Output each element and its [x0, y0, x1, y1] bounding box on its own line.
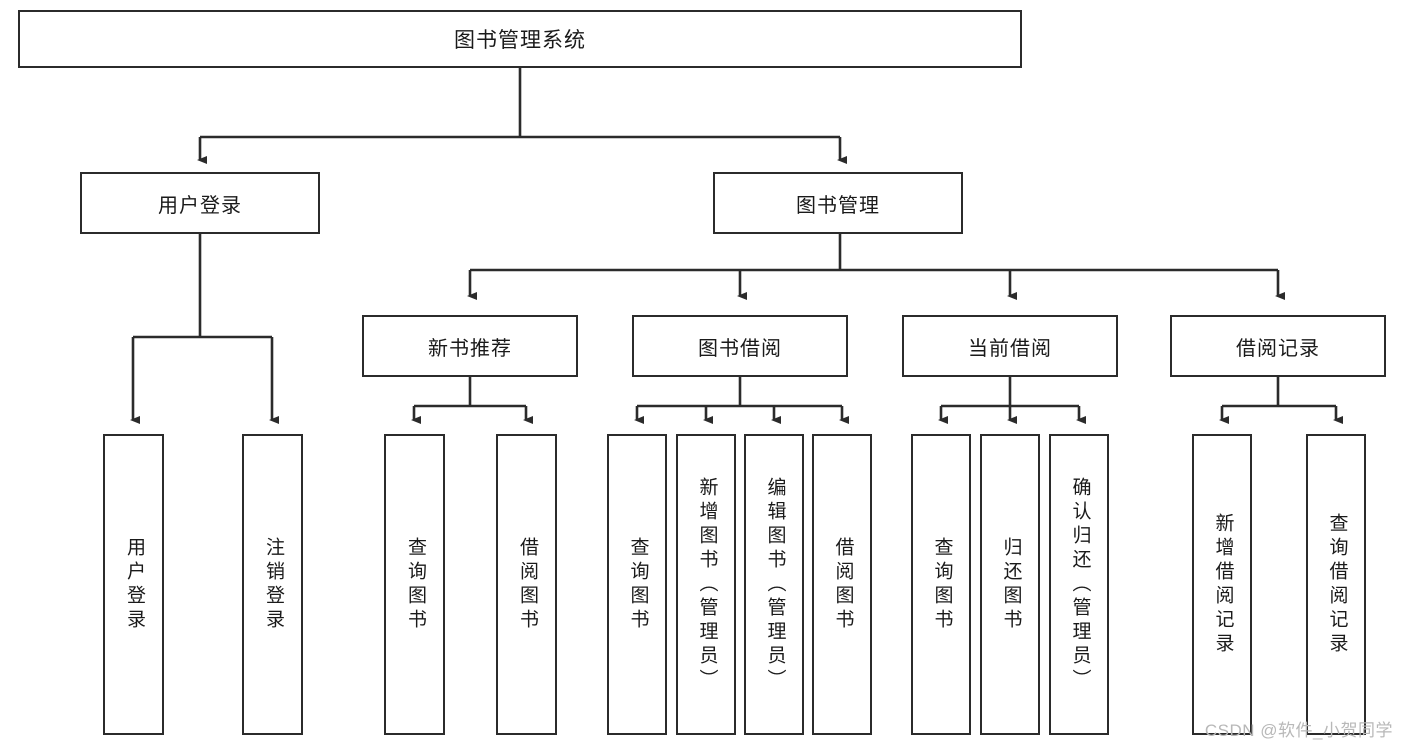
leaf-borrow-book[interactable]: 借阅图书: [812, 434, 872, 735]
node-label: 用户登录: [123, 536, 145, 633]
node-book-management[interactable]: 图书管理: [713, 172, 963, 234]
leaf-edit-book-admin[interactable]: 编辑图书（管理员）: [744, 434, 804, 735]
node-borrow-record[interactable]: 借阅记录: [1170, 315, 1386, 377]
node-label: 查询借阅记录: [1326, 512, 1348, 657]
node-label: 用户登录: [158, 194, 242, 217]
leaf-borrow-book-recommend[interactable]: 借阅图书: [496, 434, 557, 735]
node-label: 新增借阅记录: [1212, 512, 1234, 657]
leaf-query-book-recommend[interactable]: 查询图书: [384, 434, 445, 735]
node-label: 查询图书: [931, 536, 953, 633]
node-label: 新书推荐: [428, 337, 512, 360]
node-label: 查询图书: [404, 536, 426, 633]
node-label: 图书借阅: [698, 337, 782, 360]
leaf-logout[interactable]: 注销登录: [242, 434, 303, 735]
node-label: 当前借阅: [968, 337, 1052, 360]
node-label: 新增图书（管理员）: [696, 476, 718, 693]
node-current-borrow[interactable]: 当前借阅: [902, 315, 1118, 377]
node-root-system[interactable]: 图书管理系统: [18, 10, 1022, 68]
leaf-return-book[interactable]: 归还图书: [980, 434, 1040, 735]
node-new-book-recommend[interactable]: 新书推荐: [362, 315, 578, 377]
node-user-login[interactable]: 用户登录: [80, 172, 320, 234]
leaf-query-book-borrow[interactable]: 查询图书: [607, 434, 667, 735]
leaf-add-borrow-record[interactable]: 新增借阅记录: [1192, 434, 1252, 735]
node-book-borrow[interactable]: 图书借阅: [632, 315, 848, 377]
node-label: 查询图书: [627, 536, 649, 633]
leaf-query-borrow-record[interactable]: 查询借阅记录: [1306, 434, 1366, 735]
leaf-user-login[interactable]: 用户登录: [103, 434, 164, 735]
leaf-query-book-current[interactable]: 查询图书: [911, 434, 971, 735]
node-label: 确认归还（管理员）: [1069, 476, 1091, 693]
watermark-text: CSDN @软件_小贺同学: [1204, 721, 1393, 740]
leaf-add-book-admin[interactable]: 新增图书（管理员）: [676, 434, 736, 735]
node-label: 借阅图书: [832, 536, 854, 633]
node-label: 借阅记录: [1236, 337, 1320, 360]
node-label: 归还图书: [1000, 536, 1022, 633]
node-label: 图书管理: [796, 194, 880, 217]
node-label: 借阅图书: [516, 536, 538, 633]
node-label: 注销登录: [262, 536, 284, 633]
node-label: 图书管理系统: [454, 29, 586, 52]
leaf-confirm-return-admin[interactable]: 确认归还（管理员）: [1049, 434, 1109, 735]
node-label: 编辑图书（管理员）: [764, 476, 786, 693]
